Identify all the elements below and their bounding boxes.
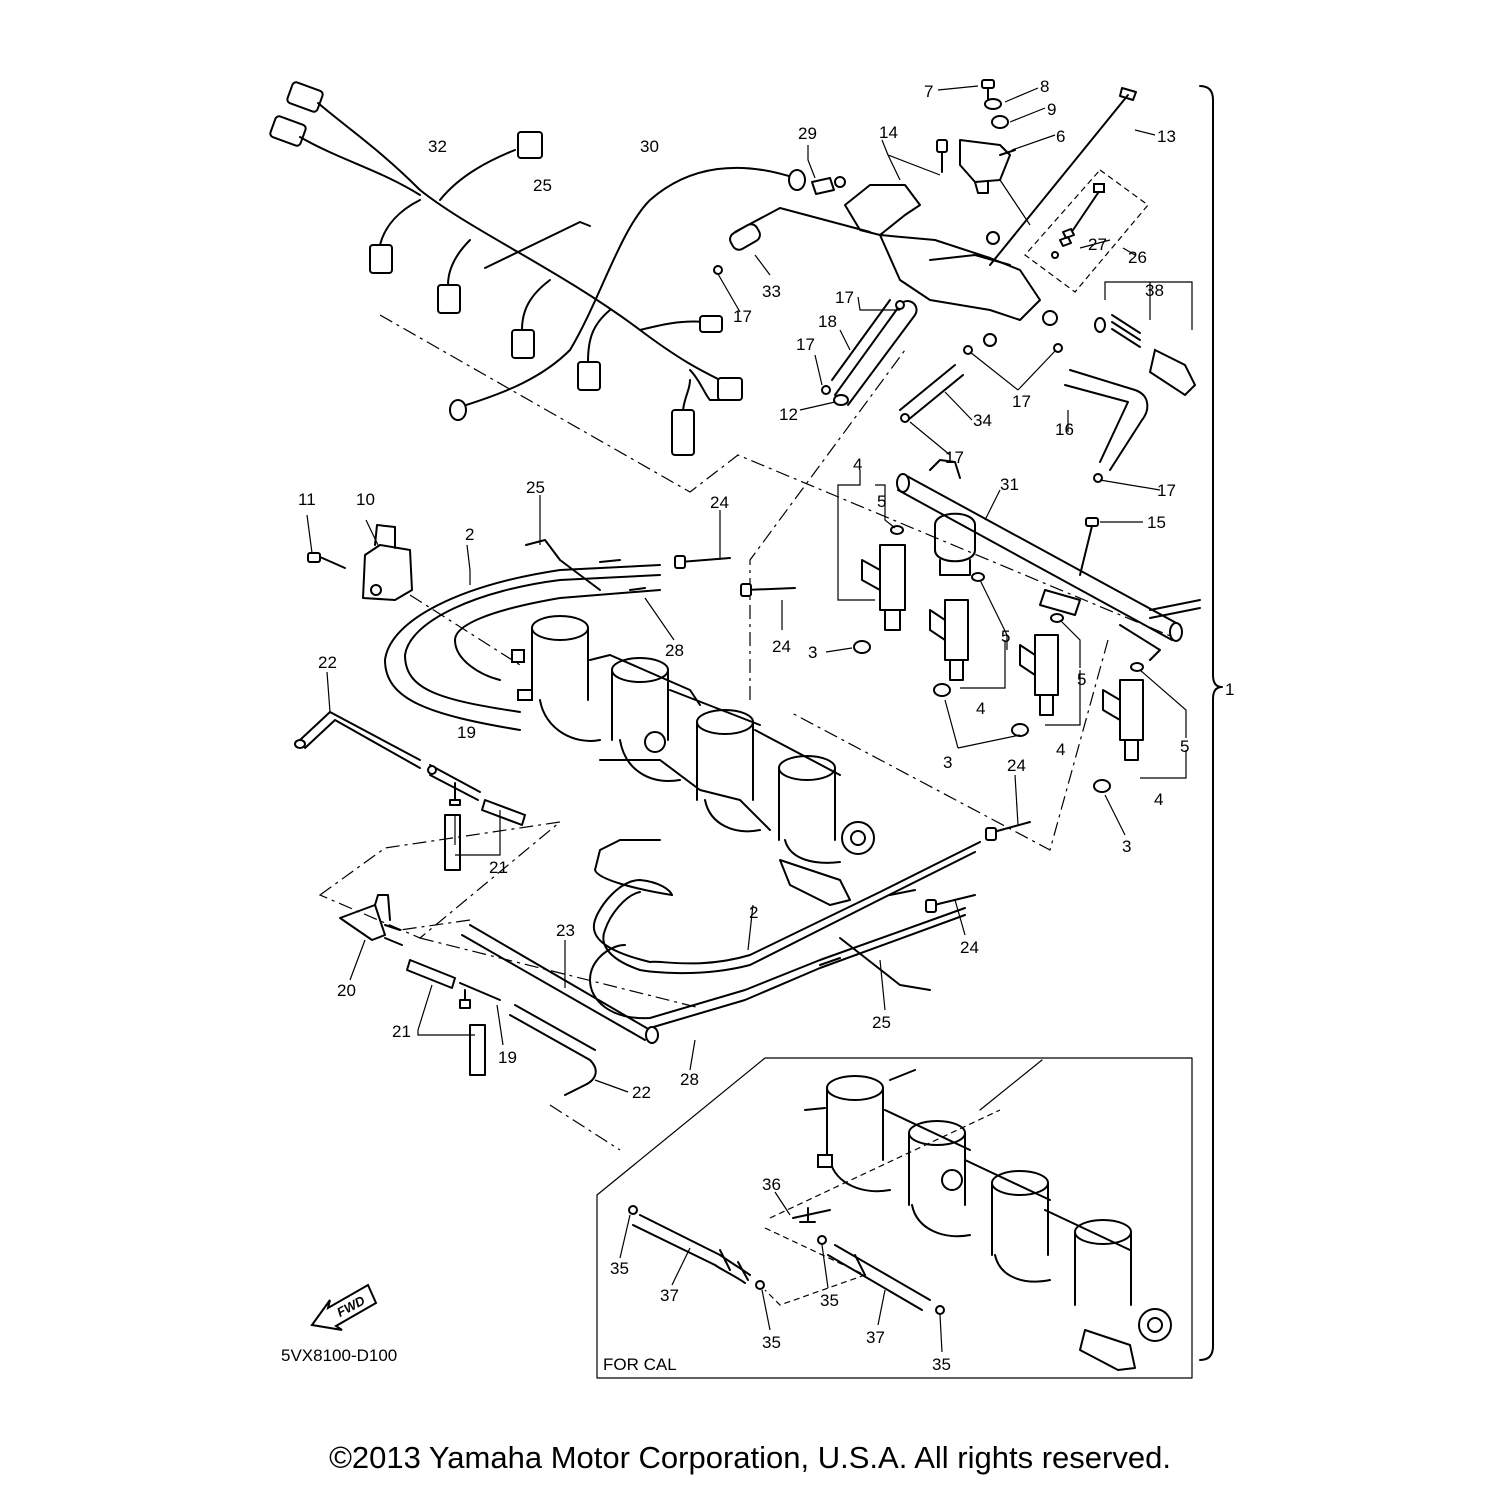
callout-17: 17 <box>835 288 854 307</box>
callout-15: 15 <box>1147 513 1166 532</box>
callout-4: 4 <box>853 455 862 474</box>
callout-27: 27 <box>1088 235 1107 254</box>
throttle-body-assembly <box>511 615 875 906</box>
callout-21: 21 <box>489 858 508 877</box>
callout-2: 2 <box>465 525 474 544</box>
callout-28: 28 <box>680 1070 699 1089</box>
cable-tie-lower <box>839 937 931 991</box>
callout-22: 22 <box>632 1083 651 1102</box>
callout-5: 5 <box>1001 627 1010 646</box>
callout-9: 9 <box>1047 100 1056 119</box>
hose-28-lower <box>589 907 966 1029</box>
callout-17: 17 <box>1157 481 1176 500</box>
callout-25: 25 <box>872 1013 891 1032</box>
throttle-position-sensor <box>307 524 413 601</box>
callout-4: 4 <box>1056 740 1065 759</box>
hose-30 <box>449 166 796 411</box>
cable-tie-top <box>484 221 591 269</box>
callout-26: 26 <box>1128 248 1147 267</box>
callout-37: 37 <box>660 1286 679 1305</box>
vacuum-hose-group-upper <box>294 711 526 871</box>
callout-36: 36 <box>762 1175 781 1194</box>
callout-11: 11 <box>298 490 316 509</box>
callout-24: 24 <box>1007 756 1026 775</box>
cable-tie-upper <box>525 539 601 591</box>
hose-2-lower <box>592 841 981 975</box>
callout-34: 34 <box>973 411 992 430</box>
callout-38: 38 <box>1145 281 1164 300</box>
callout-3: 3 <box>808 643 817 662</box>
leader-lines <box>306 85 1193 1093</box>
callout-1: 1 <box>1225 680 1234 699</box>
callout-18: 18 <box>818 312 837 331</box>
callout-29: 29 <box>798 124 817 143</box>
callout-28: 28 <box>665 641 684 660</box>
callout-4: 4 <box>976 699 985 718</box>
callout-12: 12 <box>779 405 798 424</box>
callout-17: 17 <box>796 335 815 354</box>
callout-20: 20 <box>337 981 356 1000</box>
vacuum-hose-group-lower <box>339 894 659 1096</box>
callout-19: 19 <box>498 1048 517 1067</box>
callout-30: 30 <box>640 137 659 156</box>
callout-4: 4 <box>1154 790 1163 809</box>
callout-2: 2 <box>749 903 758 922</box>
callout-8: 8 <box>1040 77 1049 96</box>
callout-35: 35 <box>610 1259 629 1278</box>
callout-21: 21 <box>392 1022 411 1041</box>
callout-5: 5 <box>1077 670 1086 689</box>
callout-35: 35 <box>762 1333 781 1352</box>
callout-17: 17 <box>945 448 964 467</box>
hose-2-upper <box>384 564 661 731</box>
callout-24: 24 <box>772 637 791 656</box>
callout-33: 33 <box>762 282 781 301</box>
callout-13: 13 <box>1157 127 1176 146</box>
hose-28-upper <box>454 589 661 681</box>
callout-14: 14 <box>879 123 898 142</box>
wire-harness <box>269 81 743 456</box>
callout-25: 25 <box>526 478 545 497</box>
callout-24: 24 <box>960 938 979 957</box>
callout-35: 35 <box>932 1355 951 1374</box>
callout-6: 6 <box>1056 127 1065 146</box>
callout-16: 16 <box>1055 420 1074 439</box>
callout-7: 7 <box>924 82 933 101</box>
for-cal-inset <box>596 1057 1193 1379</box>
forward-arrow-icon: FWD <box>310 1283 378 1331</box>
callout-10: 10 <box>356 490 375 509</box>
callout-3: 3 <box>943 753 952 772</box>
assembly-brace <box>1199 85 1223 1361</box>
fuel-rail-assembly <box>853 459 1201 793</box>
callout-5: 5 <box>1180 737 1189 756</box>
callout-35: 35 <box>820 1291 839 1310</box>
callout-22: 22 <box>318 653 337 672</box>
callout-19: 19 <box>457 723 476 742</box>
for-cal-label: FOR CAL <box>603 1355 677 1374</box>
diagram-code: 5VX8100-D100 <box>281 1346 398 1365</box>
callout-31: 31 <box>1000 475 1019 494</box>
callout-17: 17 <box>1012 392 1031 411</box>
callout-37: 37 <box>866 1328 885 1347</box>
copyright-notice: ©2013 Yamaha Motor Corporation, U.S.A. A… <box>329 1440 1171 1475</box>
callout-3: 3 <box>1122 837 1131 856</box>
callout-23: 23 <box>556 921 575 940</box>
callout-25: 25 <box>533 176 552 195</box>
callout-5: 5 <box>877 492 886 511</box>
callout-labels: 1 2 2 3 3 3 4 4 4 4 5 5 5 5 6 7 8 9 10 1… <box>298 77 1234 1374</box>
callout-32: 32 <box>428 137 447 156</box>
callout-24: 24 <box>710 493 729 512</box>
callout-17: 17 <box>733 307 752 326</box>
